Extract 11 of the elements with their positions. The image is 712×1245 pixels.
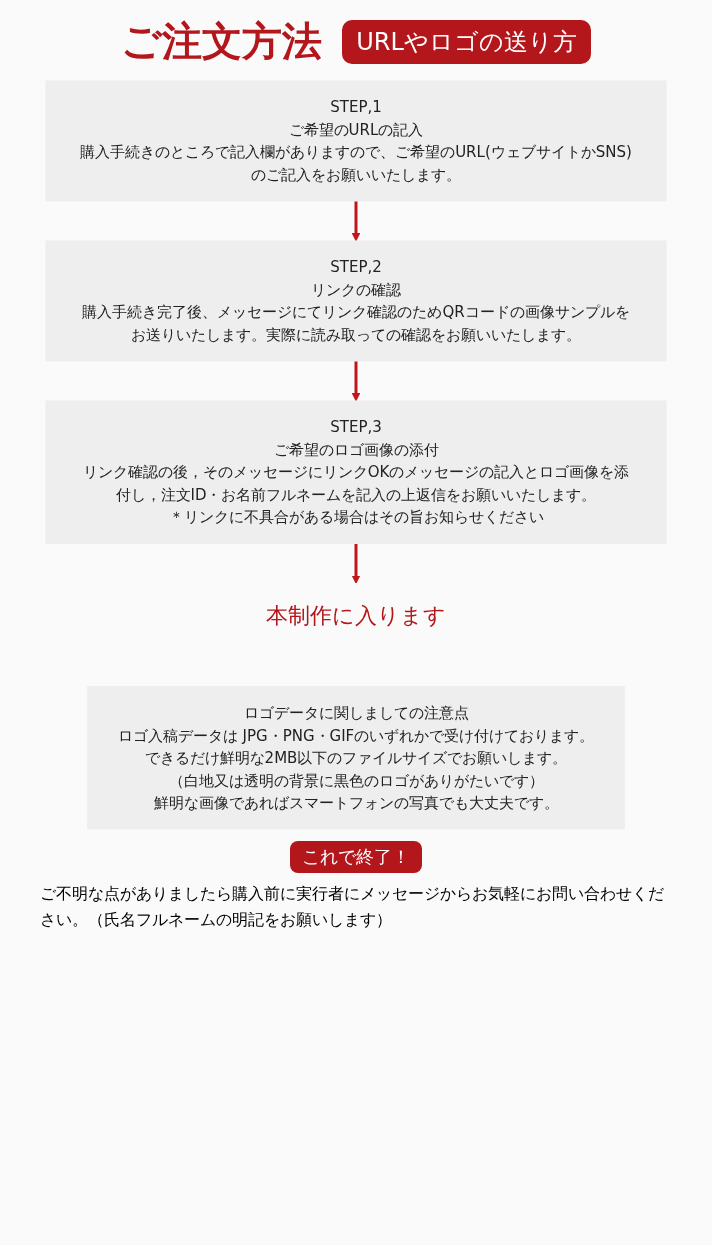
subtitle-badge: URLやロゴの送り方: [342, 19, 591, 64]
arrow: [351, 361, 361, 402]
title: ご注文方法: [121, 17, 323, 66]
finish-badge: これで終了！: [290, 841, 422, 873]
node-box: STEP,2 リンクの確認 購入手続き完了後、メッセージにてリンク確認のためQRコードの画像サンプルをお送りいたします。実際に読み取っての確認をお願いいたします。: [45, 240, 667, 362]
node-text: 本制作に入ります: [266, 602, 446, 628]
arrow: [351, 543, 361, 584]
arrow: [351, 201, 361, 242]
caption: ご不明な点がありましたら購入前に実行者にメッセージからお気軽にお問い合わせください。（氏名フルネームの明記をお願いします）: [40, 883, 665, 931]
node-box: STEP,1 ご希望のURLの記入 購入手続きのところで記入欄がありますので、ご希望のURL(ウェブサイトかSNS)のご記入をお願いいたします。: [45, 80, 667, 202]
node-box: STEP,3 ご希望のロゴ画像の添付 リンク確認の後，そのメッセージにリンクOKのメッセージの記入とロゴ画像を添付し，注文ID・お名前フルネームを記入の上返信をお願いいたします。 ＊リンクに不具合がある場合はその旨お知らせください: [45, 400, 667, 544]
